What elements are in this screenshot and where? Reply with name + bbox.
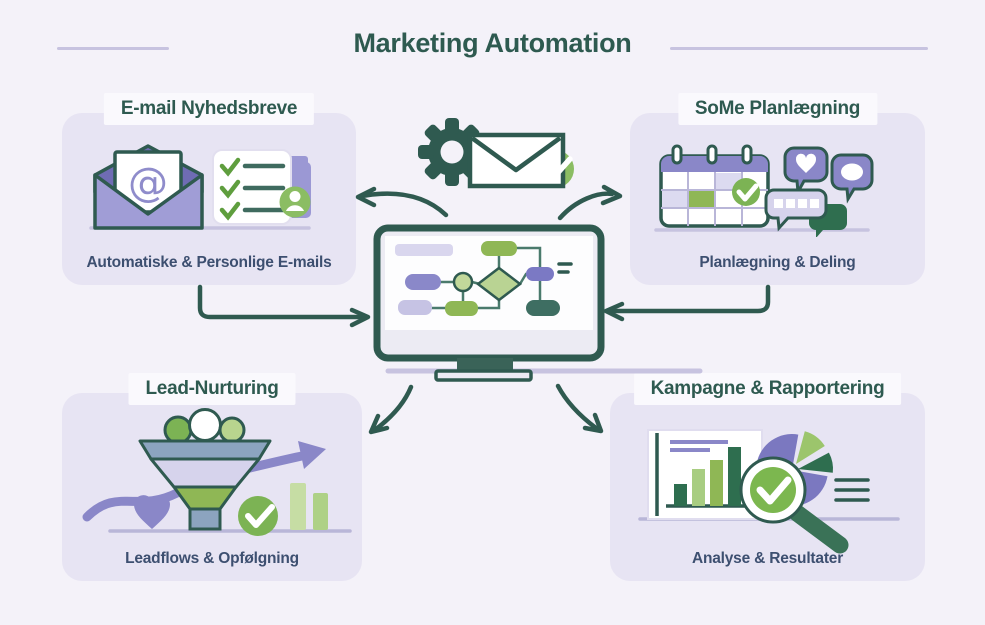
- panel-title: Lead-Nurturing: [128, 373, 296, 405]
- title-rule-right: [670, 47, 928, 50]
- envelope-at-icon: @: [93, 144, 204, 230]
- workflow-monitor-icon: [373, 224, 605, 382]
- lead-icon-cluster: [82, 408, 352, 536]
- panel-email-newsletters: E-mail Nyhedsbreve @: [62, 93, 356, 285]
- connector-some-to-monitor: [603, 284, 771, 322]
- arrow-to-some: [557, 184, 623, 221]
- heart-bubble-icon: [783, 146, 829, 198]
- arrow-to-campaign: [555, 383, 604, 434]
- checklist-icon: [212, 149, 292, 225]
- automation-icon-cluster: [418, 118, 574, 189]
- email-icon-cluster: @: [89, 144, 311, 230]
- panel-caption: Planlægning & Deling: [699, 254, 856, 271]
- bars-icon: [290, 483, 328, 530]
- panel-caption: Automatiske & Personlige E-mails: [86, 254, 332, 271]
- panel-title: E-mail Nyhedsbreve: [103, 93, 315, 125]
- panel-some-planning: SoMe Planlægning: [630, 93, 925, 285]
- monitor-stand: [457, 358, 513, 372]
- panel-caption: Leadflows & Opfølgning: [125, 550, 299, 567]
- panel-title: SoMe Planlægning: [677, 93, 878, 125]
- dots-bubble-icon: [764, 188, 828, 232]
- arrow-to-email: [355, 186, 449, 218]
- list-lines-icon: [834, 478, 870, 502]
- panel-title: Kampagne & Rapportering: [633, 373, 902, 405]
- magnifier-check-icon: [739, 456, 849, 554]
- contact-badge-icon: [279, 186, 311, 218]
- arrow-to-lead: [368, 384, 414, 435]
- heart-icon: [134, 495, 170, 529]
- flowchart: [395, 241, 573, 316]
- campaign-icon-cluster: [638, 429, 900, 554]
- comment-bubble-icon: [830, 153, 874, 204]
- panel-campaign-reporting: Kampagne & Rapportering: [610, 373, 925, 581]
- funnel-people-icon: [138, 408, 272, 531]
- panel-caption: Analyse & Resultater: [691, 550, 844, 567]
- check-circle-icon: [238, 496, 278, 536]
- panel-lead-nurturing: Lead-Nurturing: [62, 373, 362, 581]
- page-title: Marketing Automation: [353, 28, 632, 58]
- envelope-icon: [467, 132, 566, 189]
- title-rule-left: [57, 47, 169, 50]
- some-icon-cluster: [654, 144, 874, 237]
- connector-email-to-monitor: [197, 284, 371, 328]
- svg-text:@: @: [128, 160, 168, 206]
- monitor-base: [434, 369, 533, 382]
- bar-chart-icon: [647, 429, 763, 520]
